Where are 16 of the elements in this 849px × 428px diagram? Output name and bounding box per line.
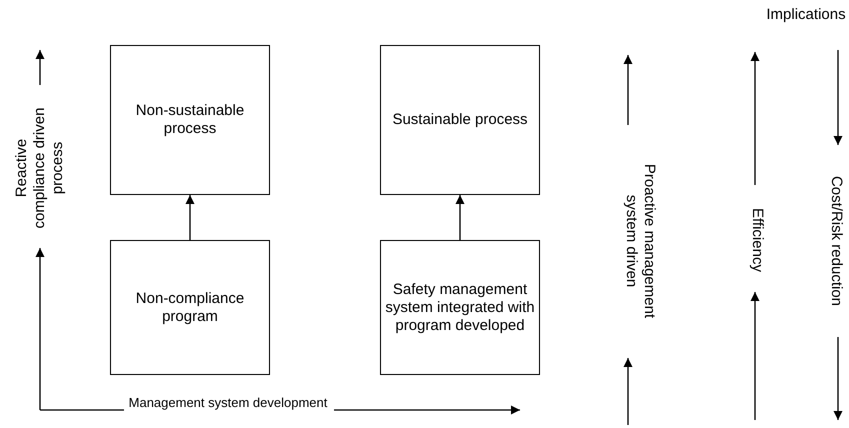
axis-label: Management system development [128, 394, 328, 412]
process-box [380, 240, 540, 375]
process-box [110, 240, 270, 375]
heading: Implications [766, 6, 846, 24]
axis-label: Cost/Risk reduction [827, 174, 845, 308]
axis-label: Reactive compliance driven process [13, 106, 67, 230]
process-box [380, 45, 540, 195]
box-text: Non-sustainable process [134, 102, 246, 138]
box-text: Safety management system integrated with program developed [385, 280, 535, 334]
process-box [110, 45, 270, 195]
box-text: Sustainable process [392, 111, 528, 129]
box-text: Non-compliance program [134, 290, 246, 326]
arrow [456, 195, 464, 240]
arrow [186, 195, 194, 240]
axis-label: Proactive management system driven [622, 162, 658, 320]
axis-label: Efficiency [748, 207, 766, 274]
